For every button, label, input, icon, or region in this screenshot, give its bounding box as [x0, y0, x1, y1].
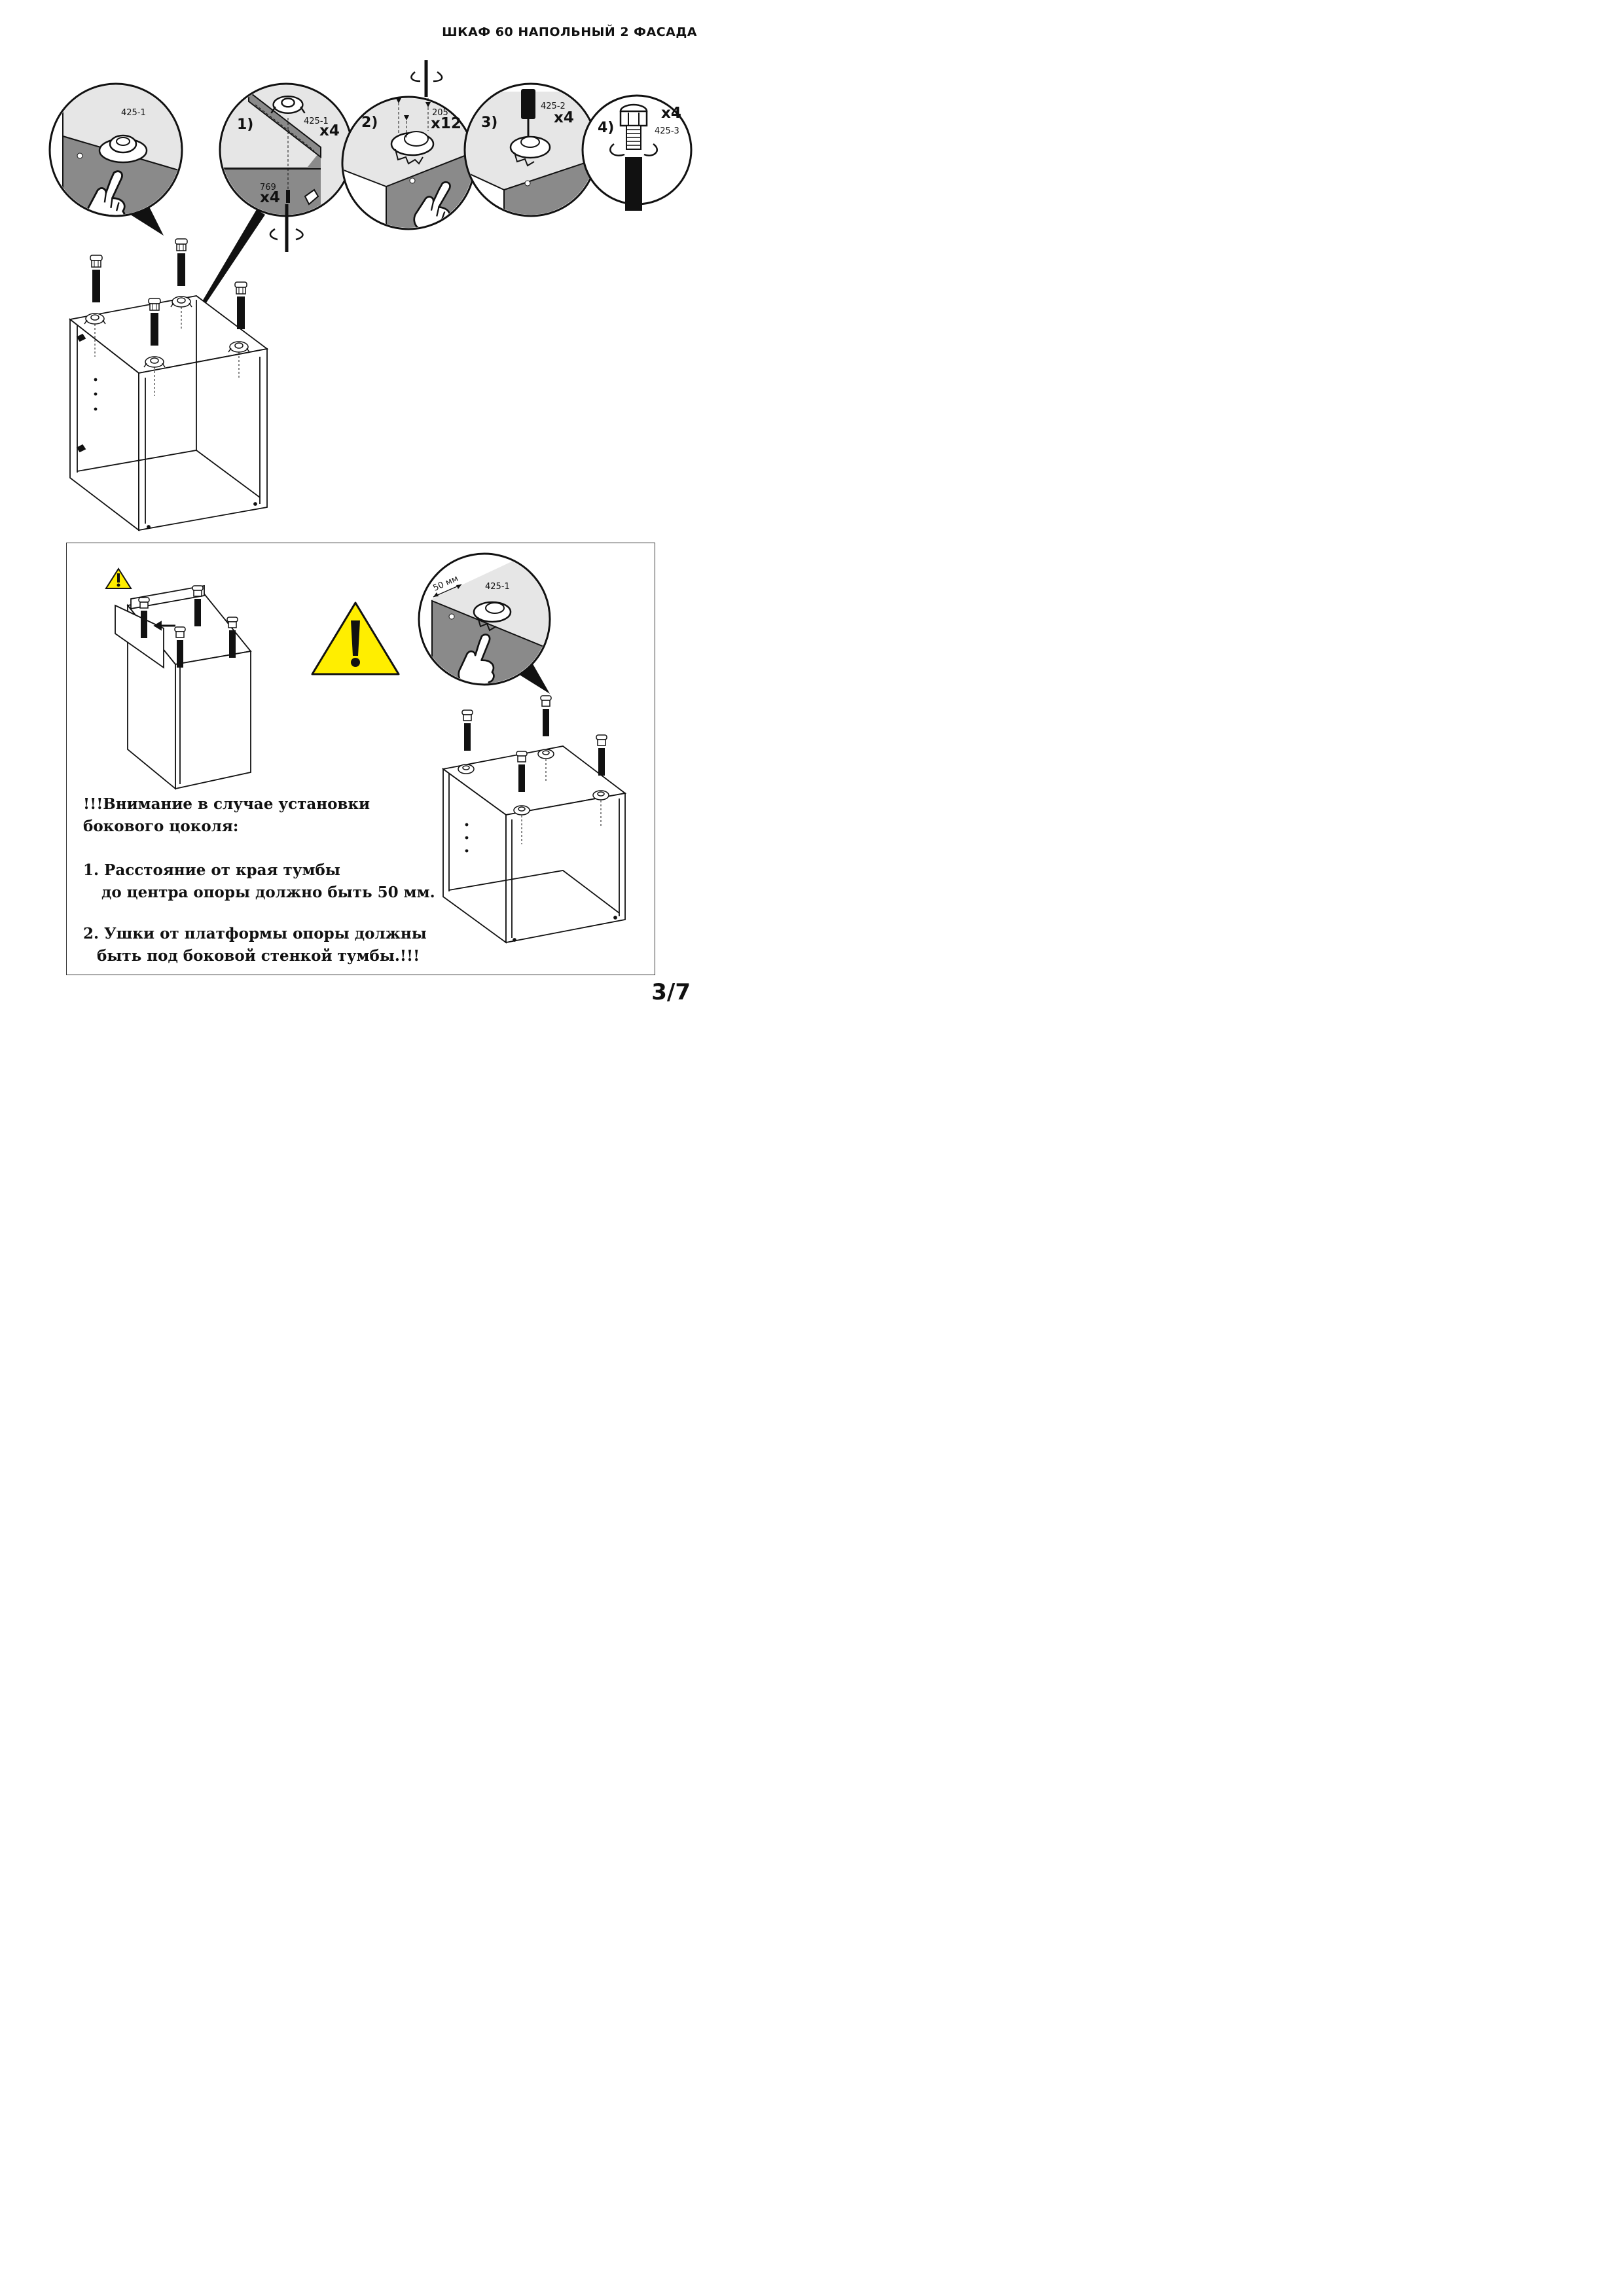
- notice-line-1: !!!Внимание в случае установки: [83, 795, 370, 813]
- step-1-qty-dowel: x4: [260, 189, 280, 206]
- step-1-number: 1): [237, 117, 253, 133]
- step-2-part: 205: [432, 108, 448, 118]
- cabinet-drawing-notice: [441, 745, 627, 944]
- notice-illustrations: 50 мм 425-1: [105, 552, 627, 944]
- step-4-qty: x4: [661, 105, 681, 122]
- step-3-qty: x4: [554, 109, 574, 126]
- cabinet-feet-notice: [458, 695, 609, 844]
- step-1-part-dowel: 769: [260, 183, 276, 192]
- notice-line-3: 1. Расстояние от края тумбы: [83, 861, 340, 879]
- step-4-part: 425-3: [655, 126, 679, 136]
- notice-line-6: быть под боковой стенкой тумбы.!!!: [97, 947, 420, 965]
- step-2-circle: 2) 205 x12: [341, 60, 476, 230]
- notice-line-4: до центра опоры должно быть 50 мм.: [101, 884, 435, 901]
- step-2-qty: x12: [431, 115, 461, 132]
- document-title: ШКАФ 60 НАПОЛЬНЫЙ 2 ФАСАДА: [442, 25, 697, 39]
- step-2-number: 2): [361, 115, 378, 131]
- notice-line-5: 2. Ушки от платформы опоры должны: [83, 925, 427, 942]
- screwdriver-icon: [410, 60, 443, 97]
- cabinet-drawing-top: [68, 295, 269, 531]
- step-4-number: 4): [598, 120, 614, 136]
- step-1-circle: 1) 425-1 x4 769 x4: [164, 82, 353, 367]
- part-label-425-1: 425-1: [121, 108, 146, 118]
- notice-line-2: бокового цоколя:: [83, 817, 239, 835]
- step-1-qty: x4: [319, 122, 340, 139]
- notice-box: [66, 543, 655, 975]
- warning-sign-large-icon: [311, 601, 400, 675]
- step-1-part: 425-1: [304, 117, 329, 126]
- page-number: 3/7: [651, 979, 691, 1005]
- cabinet-feet-top: [84, 238, 250, 396]
- step-3-circle: 3) 425-2 x4: [463, 82, 598, 217]
- cabinet-with-plinth: [115, 584, 252, 790]
- detail-platform-circle: 425-1: [48, 82, 183, 236]
- notice-detail-circle: 50 мм 425-1: [418, 552, 551, 694]
- warning-sign-small-icon: [105, 567, 132, 589]
- assembly-illustration-top: 425-1 1) 425-1 x4 769 x4: [48, 60, 693, 531]
- step-3-part: 425-2: [541, 101, 566, 111]
- screwdriver-icon: [269, 204, 304, 252]
- step-4-circle: 4) x4 425-3: [581, 94, 693, 211]
- notice-part-label: 425-1: [485, 582, 510, 592]
- step-3-number: 3): [481, 115, 497, 131]
